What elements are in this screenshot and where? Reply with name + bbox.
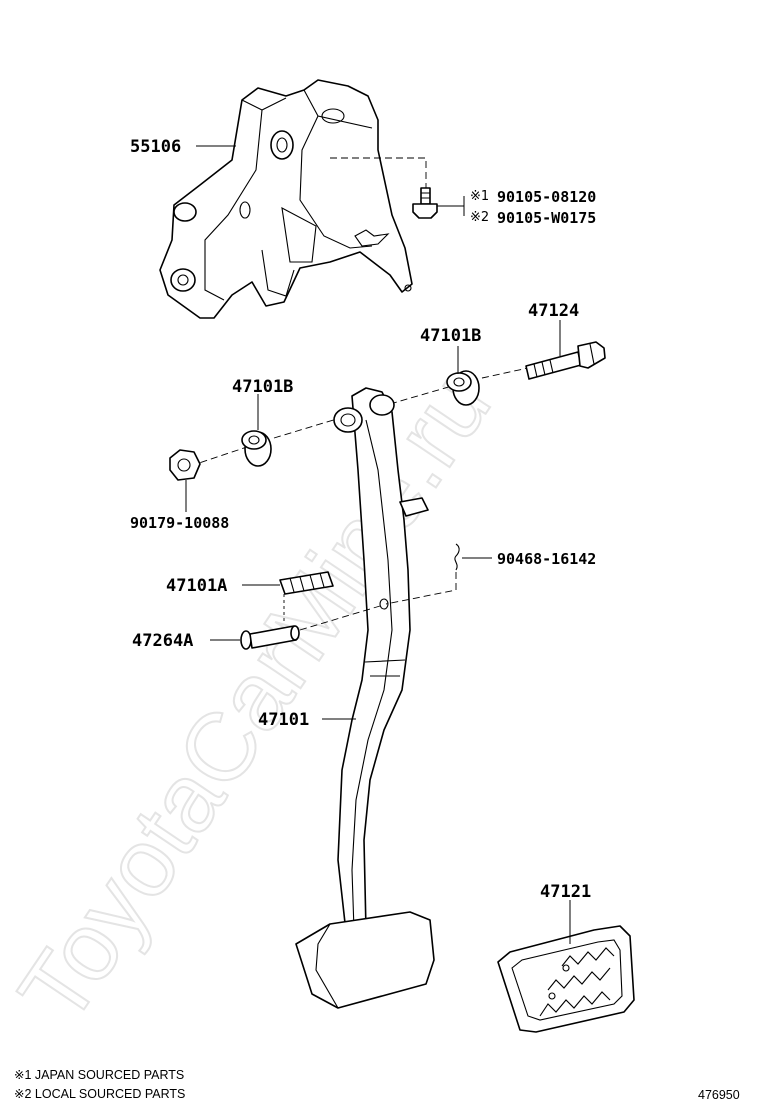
pedal-pad-label: 47121 (540, 882, 591, 902)
bushing-b-right[interactable] (446, 370, 480, 406)
bolt-japan-label: 90105-08120 (497, 188, 596, 206)
pin-label: 47264A (132, 631, 193, 651)
pedal-arm-label: 47101 (258, 710, 309, 730)
bolt-japan-marker: ※1 (470, 189, 489, 204)
pivot-axis-line (189, 367, 529, 467)
clip-link-line (385, 572, 457, 605)
bolt-leader (437, 196, 465, 216)
bracket-bolt[interactable] (412, 187, 438, 219)
bracket-label: 55106 (130, 137, 181, 157)
bracket-part[interactable] (159, 79, 413, 319)
pivot-bolt[interactable] (525, 341, 606, 380)
footnote-japan: ※1 JAPAN SOURCED PARTS (14, 1068, 184, 1082)
pedal-pad[interactable] (497, 925, 635, 1033)
bushing-b-left[interactable] (241, 430, 272, 467)
bushing-left-label: 47101B (232, 377, 293, 397)
clip-label: 90468-16142 (497, 550, 596, 568)
bolt-local-marker: ※2 (470, 210, 489, 225)
bushing-a[interactable] (279, 571, 334, 595)
pin-axis-line (299, 605, 381, 631)
bushing-right-label: 47101B (420, 326, 481, 346)
pin[interactable] (240, 625, 300, 650)
figure-number: 476950 (698, 1088, 740, 1102)
nut[interactable] (169, 449, 201, 481)
bushing-a-label: 47101A (166, 576, 227, 596)
clip[interactable] (454, 543, 460, 571)
footnote-local: ※2 LOCAL SOURCED PARTS (14, 1087, 185, 1101)
nut-label: 90179-10088 (130, 514, 229, 532)
pivot-bolt-label: 47124 (528, 301, 579, 321)
pedal-arm[interactable] (295, 387, 435, 1009)
bolt-local-label: 90105-W0175 (497, 209, 596, 227)
